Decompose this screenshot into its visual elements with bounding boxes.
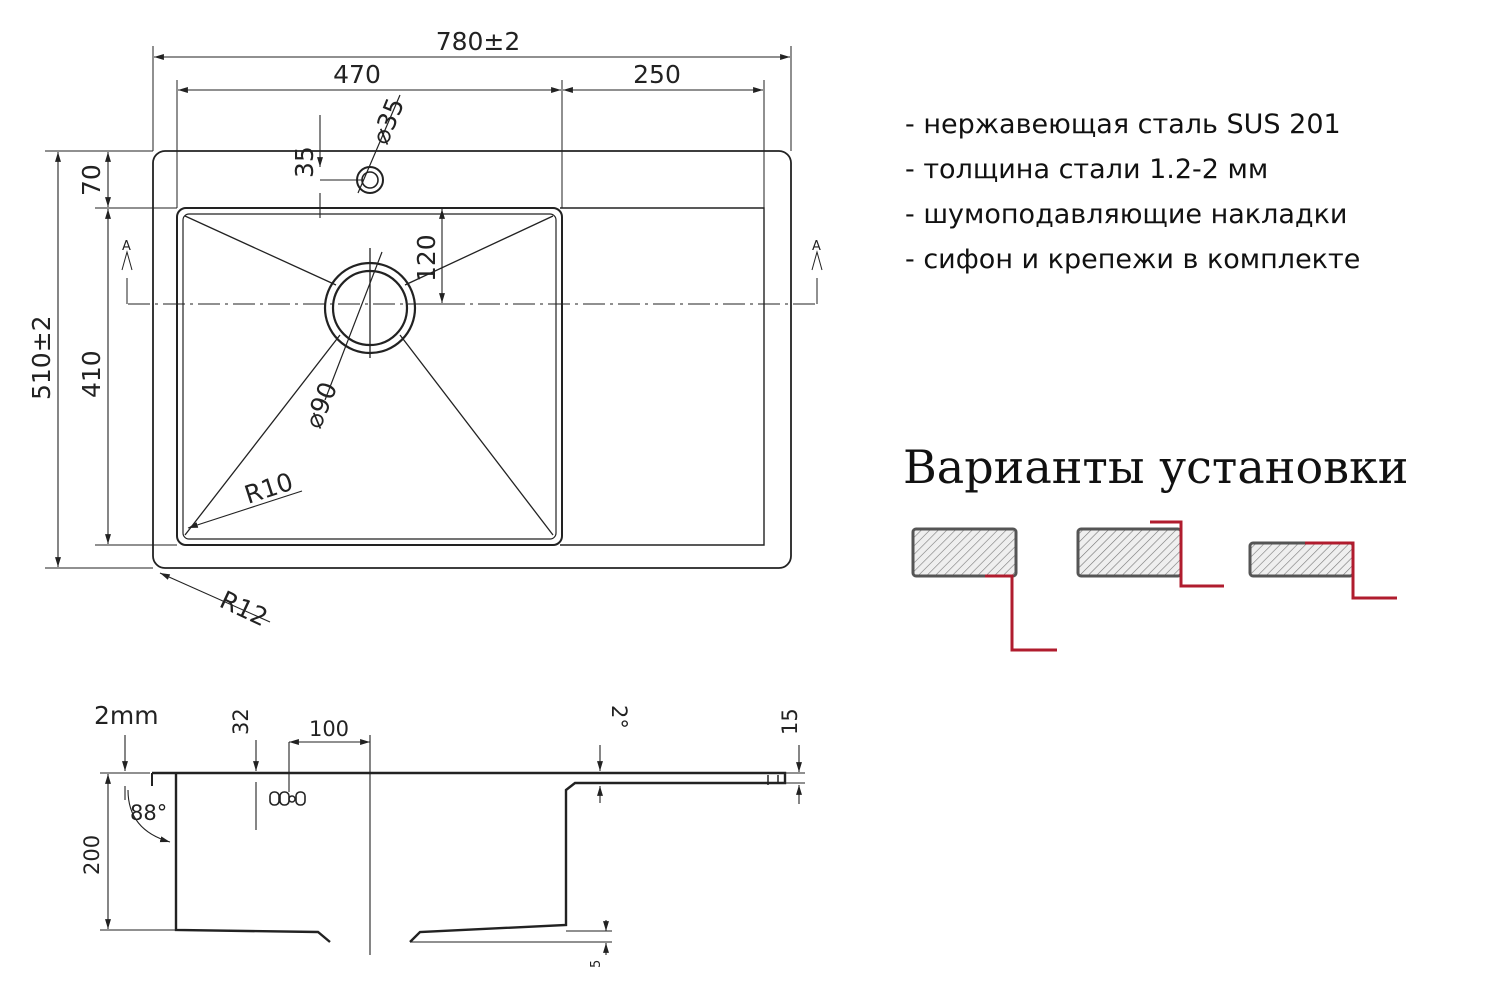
dim-inner-radius: R10 xyxy=(241,467,297,510)
dim-drainboard-width: 250 xyxy=(633,60,681,89)
spec-list: - нержавеющая сталь SUS 201 - толщина ст… xyxy=(905,102,1360,282)
spec-thickness: - толщина стали 1.2-2 мм xyxy=(905,154,1269,185)
dim-total-width: 780±2 xyxy=(436,27,521,56)
dim-outer-radius: R12 xyxy=(215,585,272,632)
install-variant-flush xyxy=(1076,520,1224,588)
drain-icon xyxy=(323,248,417,401)
bowl-outline xyxy=(176,207,563,546)
section-marker-right: A xyxy=(812,239,821,254)
dim-slope: 2° xyxy=(607,705,631,729)
dim-total-depth: 510±2 xyxy=(27,315,56,400)
dim-bowl-depth: 410 xyxy=(77,350,106,398)
dim-tap-hole: ⌀35 xyxy=(366,94,410,148)
install-variant-undermount xyxy=(911,527,1057,652)
dim-drain-diameter: ⌀90 xyxy=(299,378,343,432)
dim-drain-offset: 120 xyxy=(412,234,441,282)
dim-bottom-step: 5 xyxy=(589,960,604,968)
section-profile xyxy=(152,771,787,943)
install-variant-inset xyxy=(1248,541,1397,600)
spec-siphon: - сифон и крепежи в комплекте xyxy=(905,244,1361,275)
section-line xyxy=(121,250,823,305)
install-variant-icon xyxy=(911,520,1397,652)
spec-material: - нержавеющая сталь SUS 201 xyxy=(905,109,1341,140)
dim-overflow-height: 32 xyxy=(229,708,253,735)
tap-hole-icon xyxy=(320,94,401,194)
dim-thickness: 2mm xyxy=(94,701,159,730)
bowl-slope-lines xyxy=(184,215,554,536)
dim-overflow-width: 100 xyxy=(309,717,349,741)
dim-top-margin: 70 xyxy=(77,164,106,196)
install-title: Варианты установки xyxy=(903,440,1409,494)
section-view: 2mm 32 100 2° 15 200 88° 5 xyxy=(80,701,805,968)
dim-rim-height: 15 xyxy=(778,708,802,735)
dim-bowl-height: 200 xyxy=(80,835,104,875)
section-marker-left: A xyxy=(122,239,131,254)
dim-wall-angle: 88° xyxy=(130,801,167,825)
plan-view: A A 78 xyxy=(27,27,823,632)
dim-tap-offset: 35 xyxy=(290,146,319,178)
sink-outline xyxy=(152,150,792,569)
drainboard-outline xyxy=(560,207,765,546)
spec-noise-pads: - шумоподавляющие накладки xyxy=(905,199,1348,230)
overflow-icon xyxy=(269,791,306,806)
dim-bowl-width: 470 xyxy=(333,60,381,89)
